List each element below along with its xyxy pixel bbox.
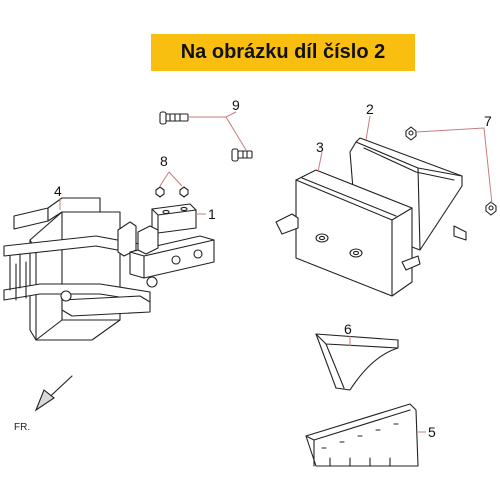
part-4-battery-bracket [3, 197, 158, 341]
callout-8: 8 [160, 153, 168, 169]
callout-2: 2 [366, 101, 374, 117]
callout-6: 6 [344, 321, 352, 337]
part-6-pad [315, 333, 399, 391]
part-7-fasteners [405, 126, 497, 216]
part-1-rubber-mount [151, 203, 197, 234]
callout-1: 1 [208, 206, 216, 222]
callout-7: 7 [484, 113, 492, 129]
front-direction-arrow [34, 375, 73, 412]
part-9-bolts [159, 111, 253, 162]
front-direction-label: FR. [14, 422, 30, 433]
callout-5: 5 [428, 424, 436, 440]
part-holder-plate [129, 225, 215, 279]
part-3-battery-box [275, 169, 421, 297]
leader-7 [415, 127, 493, 205]
leader-3 [317, 151, 323, 173]
callout-3: 3 [316, 139, 324, 155]
leader-8 [159, 171, 183, 187]
part-8-nuts [155, 186, 189, 198]
callout-4: 4 [54, 183, 62, 199]
callout-9: 9 [232, 97, 240, 113]
highlighted-part-banner: Na obrázku díl číslo 2 [151, 34, 415, 71]
leader-2 [365, 115, 371, 141]
part-5-mat [305, 403, 419, 467]
leader-9 [188, 111, 247, 151]
